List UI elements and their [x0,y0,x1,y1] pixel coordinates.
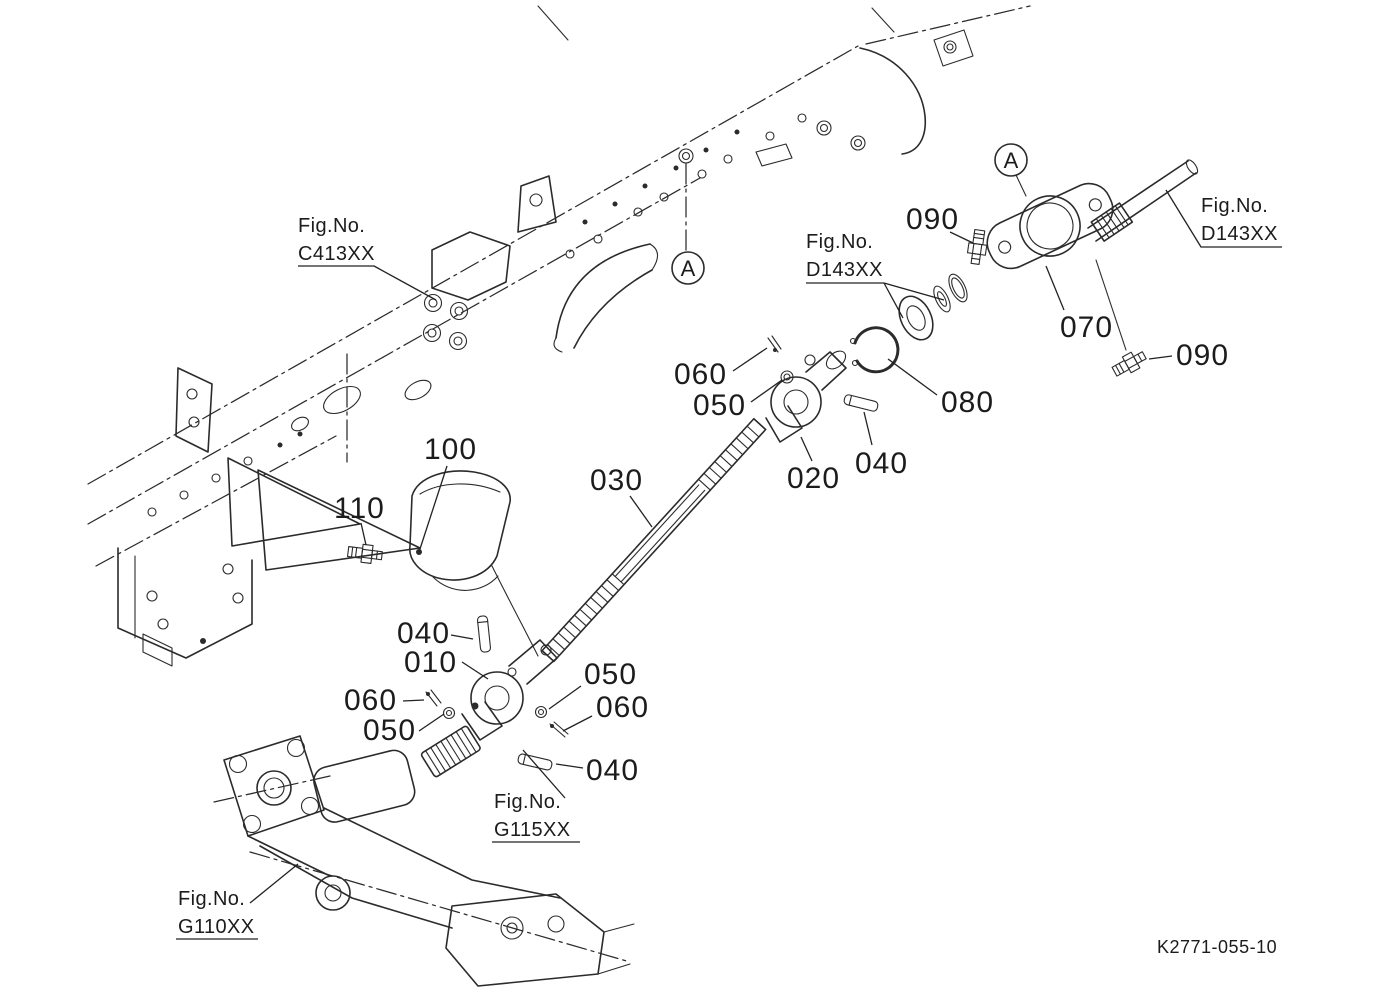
callout-110: 110 [334,492,385,525]
callout-050-left: 050 [363,714,416,747]
callout-070: 070 [1060,311,1113,344]
rail-nut [678,120,866,164]
bolt-090-top [965,228,990,266]
callout-040-upper: 040 [855,447,908,480]
pin-040-mid [476,615,492,653]
detail-marker-a-mid-label: A [681,256,696,281]
universal-joint-010 [461,639,558,741]
washer-050-upper [780,370,794,384]
callout-030: 030 [590,464,643,497]
figref-d143-right-line2: D143XX [1201,223,1278,245]
figref-d143-right-line1: Fig.No. [1201,195,1268,217]
universal-joint-020 [765,350,847,443]
callout-080: 080 [941,386,994,419]
steering-gearbox [223,725,635,987]
figref-g110-line2: G110XX [178,916,255,938]
figure-references: Fig.No. C413XX Fig.No. D143XX Fig.No. D1… [178,195,1278,938]
washer-050-right [534,705,548,719]
callout-090-top: 090 [906,203,959,236]
callout-040-mid: 040 [397,617,450,650]
figref-c413-line1: Fig.No. [298,215,365,237]
callout-060-left: 060 [344,684,397,717]
bolt-110 [346,542,384,566]
gearbox-spline-shaft [420,725,481,778]
callout-090-right: 090 [1176,339,1229,372]
chassis-frame [87,5,1031,963]
figref-c413-line2: C413XX [298,243,375,265]
figref-g115-line2: G115XX [494,819,571,841]
callout-050-upper: 050 [693,389,746,422]
figref-d143-mid-line1: Fig.No. [806,231,873,253]
figref-g110-line1: Fig.No. [178,888,245,910]
detail-marker-a-top-label: A [1004,148,1019,173]
detail-marker-a-mid: A [671,163,705,285]
shaft-cover-100 [409,470,539,657]
leader-lines [176,189,1282,940]
washer-050-left [442,706,456,720]
rear-drive-shaft [1087,159,1199,242]
pin-040-bottom [516,752,554,772]
snap-ring-080 [849,326,900,374]
flange-nuts [422,293,469,351]
bearing-holder-070 [986,182,1127,351]
detail-marker-a-top: A [994,143,1028,197]
bearing [898,273,968,341]
cotter-pin-060-upper [767,335,782,353]
drawing-code: K2771-055-10 [1157,937,1277,957]
callout-100: 100 [424,433,477,466]
figref-g115-line1: Fig.No. [494,791,561,813]
pin-040-upper [842,393,880,413]
bolt-090-right [1109,346,1150,381]
callout-060-right: 060 [596,691,649,724]
cotter-pin-060-right [549,721,569,738]
figref-d143-mid-line2: D143XX [806,259,883,281]
callout-020: 020 [787,462,840,495]
cotter-pin-060-left [425,689,442,707]
callout-050-right: 050 [584,658,637,691]
callout-060-upper: 060 [674,358,727,391]
callout-010: 010 [404,646,457,679]
callout-040-bottom: 040 [586,754,639,787]
part-callouts: 090 070 090 060 050 080 100 030 020 040 … [334,203,1229,787]
steering-shaft-030 [541,417,767,663]
